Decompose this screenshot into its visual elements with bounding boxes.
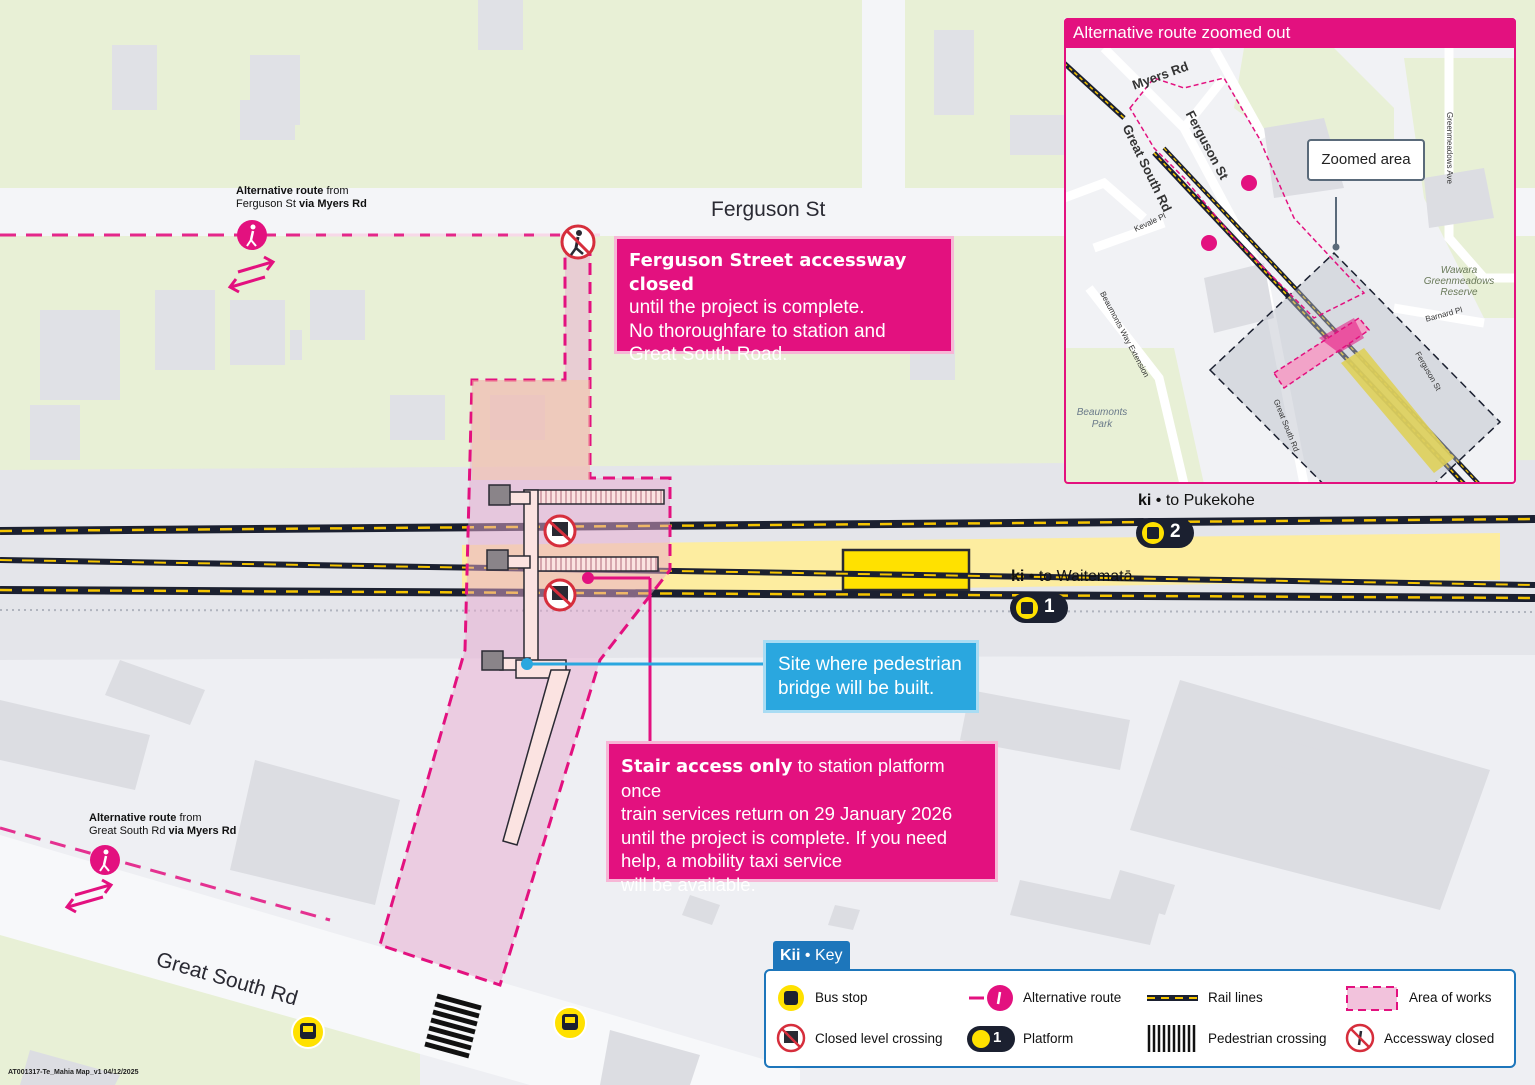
key-alt-route: Alternative route xyxy=(1023,990,1122,1005)
key-title-rest: • Key xyxy=(800,947,843,964)
callout-text: until the project is complete. If you ne… xyxy=(621,826,947,848)
key-box xyxy=(764,969,1516,1068)
key-area-of-works: Area of works xyxy=(1409,990,1492,1005)
inset-map xyxy=(1064,18,1516,484)
closed-crossing-icon xyxy=(776,1023,806,1053)
inset-greenmeadows-ave: Greenmeadows Ave xyxy=(1445,112,1454,184)
callout-text: train services return on 29 January 2026 xyxy=(621,803,953,824)
callout-text: Great South Road. xyxy=(629,344,788,365)
key-accessway-closed: Accessway closed xyxy=(1384,1031,1495,1046)
bus-icon xyxy=(553,1006,587,1040)
platform-1-direction: ki • to Waitematā xyxy=(1011,568,1133,586)
pedestrian-bridge-structure xyxy=(499,489,665,846)
pedestrian-icon xyxy=(90,845,120,875)
alt-route-label-bold: Alternative route xyxy=(89,812,177,824)
key-bus-stop: Bus stop xyxy=(815,990,868,1005)
ferguson-st-stub xyxy=(862,0,905,188)
key-tab: Kii • Key xyxy=(773,941,850,971)
buildings-north xyxy=(30,0,1065,460)
inset-reserve: Wawara Greenmeadows Reserve xyxy=(1419,265,1499,298)
zoomed-area-box: Zoomed area xyxy=(1307,139,1425,181)
accessway-closed-icon xyxy=(1345,1023,1375,1053)
great-south-rd-road xyxy=(0,835,800,1085)
inset-title: Alternative route zoomed out xyxy=(1064,18,1516,48)
park-line: Park xyxy=(1091,419,1113,430)
accessway-closed-icon xyxy=(560,224,596,260)
bridge-callout-dot xyxy=(521,658,533,670)
key-ped-crossing: Pedestrian crossing xyxy=(1208,1031,1327,1046)
closed-crossing-icon xyxy=(543,578,577,612)
callout-text: help, a mobility taxi service xyxy=(621,850,843,871)
platform-key-icon xyxy=(967,1026,1015,1052)
pedestrian-icon xyxy=(237,220,267,250)
alt-route-label-top: Alternative route from Ferguson St via M… xyxy=(236,185,367,211)
platform-2-direction: ki • to Pukekohe xyxy=(1138,492,1255,510)
stair-callout-dot xyxy=(582,572,594,584)
reserve-line: Greenmeadows xyxy=(1423,276,1495,287)
ferguson-st-label: Ferguson St xyxy=(711,198,826,221)
alt-route-label-bold: via Myers Rd xyxy=(298,198,367,210)
alt-route-key-icon xyxy=(969,985,1013,1011)
alt-route-label-text: from xyxy=(176,812,202,824)
platform-2-badge xyxy=(1136,518,1194,548)
bus-icon xyxy=(291,1015,325,1049)
area-of-works-key-icon xyxy=(1346,986,1398,1011)
closed-crossing-icon xyxy=(543,514,577,548)
callout-text: Site where pedestrian xyxy=(778,654,962,675)
alt-route-bottom xyxy=(0,826,331,922)
direction-prefix: ki xyxy=(1011,568,1025,585)
callout-text: No thoroughfare to station and xyxy=(629,320,886,342)
callout-heading: Ferguson Street accessway closed xyxy=(629,250,907,295)
pedestrian-crossing xyxy=(424,993,482,1059)
footer-code: AT001317-Te_Mahia Map_v1 04/12/2025 xyxy=(8,1069,139,1076)
callout-text: will be available. xyxy=(621,873,756,895)
alt-route-label-text: from xyxy=(323,185,349,197)
double-arrow-icon xyxy=(227,255,276,294)
platform-shelter xyxy=(841,548,971,592)
alt-route-label-text: Great South Rd xyxy=(89,825,169,837)
bus-icon xyxy=(778,985,804,1011)
platform-1-number: 1 xyxy=(1044,596,1055,617)
key-platform-number: 1 xyxy=(993,1029,1002,1046)
bridge-site-callout: Site where pedestrian bridge will be bui… xyxy=(763,640,979,713)
double-arrow-icon xyxy=(64,878,114,914)
ferguson-closed-callout: Ferguson Street accessway closed until t… xyxy=(614,236,954,365)
inset-beaumonts-park: Beaumonts Park xyxy=(1072,407,1132,431)
direction-dest: • to Waitematā xyxy=(1024,568,1133,585)
callout-text: bridge will be built. xyxy=(778,678,935,699)
platform-1-badge xyxy=(1010,593,1068,623)
alt-route-label-bold: via Myers Rd xyxy=(168,825,237,837)
buildings-south xyxy=(0,660,1490,1085)
works-orange-patch xyxy=(472,380,590,480)
direction-prefix: ki xyxy=(1138,492,1152,509)
reserve-line: Reserve xyxy=(1440,287,1478,298)
callout-text: to station platform once xyxy=(621,755,945,801)
key-rail-lines: Rail lines xyxy=(1208,990,1263,1005)
alt-route-label-bold: Alternative route xyxy=(236,185,324,197)
key-platform: Platform xyxy=(1023,1031,1074,1046)
park-line: Beaumonts xyxy=(1076,407,1128,418)
callout-text: until the project is complete. xyxy=(629,297,865,318)
key-title-bold: Kii xyxy=(780,947,801,964)
stair-access-callout: Stair access only to station platform on… xyxy=(606,741,998,895)
lift-blocks xyxy=(481,484,511,671)
pedestrian-crossing-key-icon xyxy=(1147,1025,1196,1052)
rail-lines xyxy=(0,515,1535,613)
platform-2-number: 2 xyxy=(1170,521,1181,542)
alt-route-label-text: Ferguson St xyxy=(236,198,299,210)
key-icons xyxy=(776,985,1398,1053)
alt-route-label-bottom: Alternative route from Great South Rd vi… xyxy=(89,812,236,838)
reserve-line: Wawara xyxy=(1440,265,1478,276)
direction-dest: • to Pukekohe xyxy=(1151,492,1255,509)
key-closed-crossing: Closed level crossing xyxy=(815,1031,943,1046)
callout-heading: Stair access only xyxy=(621,756,793,777)
